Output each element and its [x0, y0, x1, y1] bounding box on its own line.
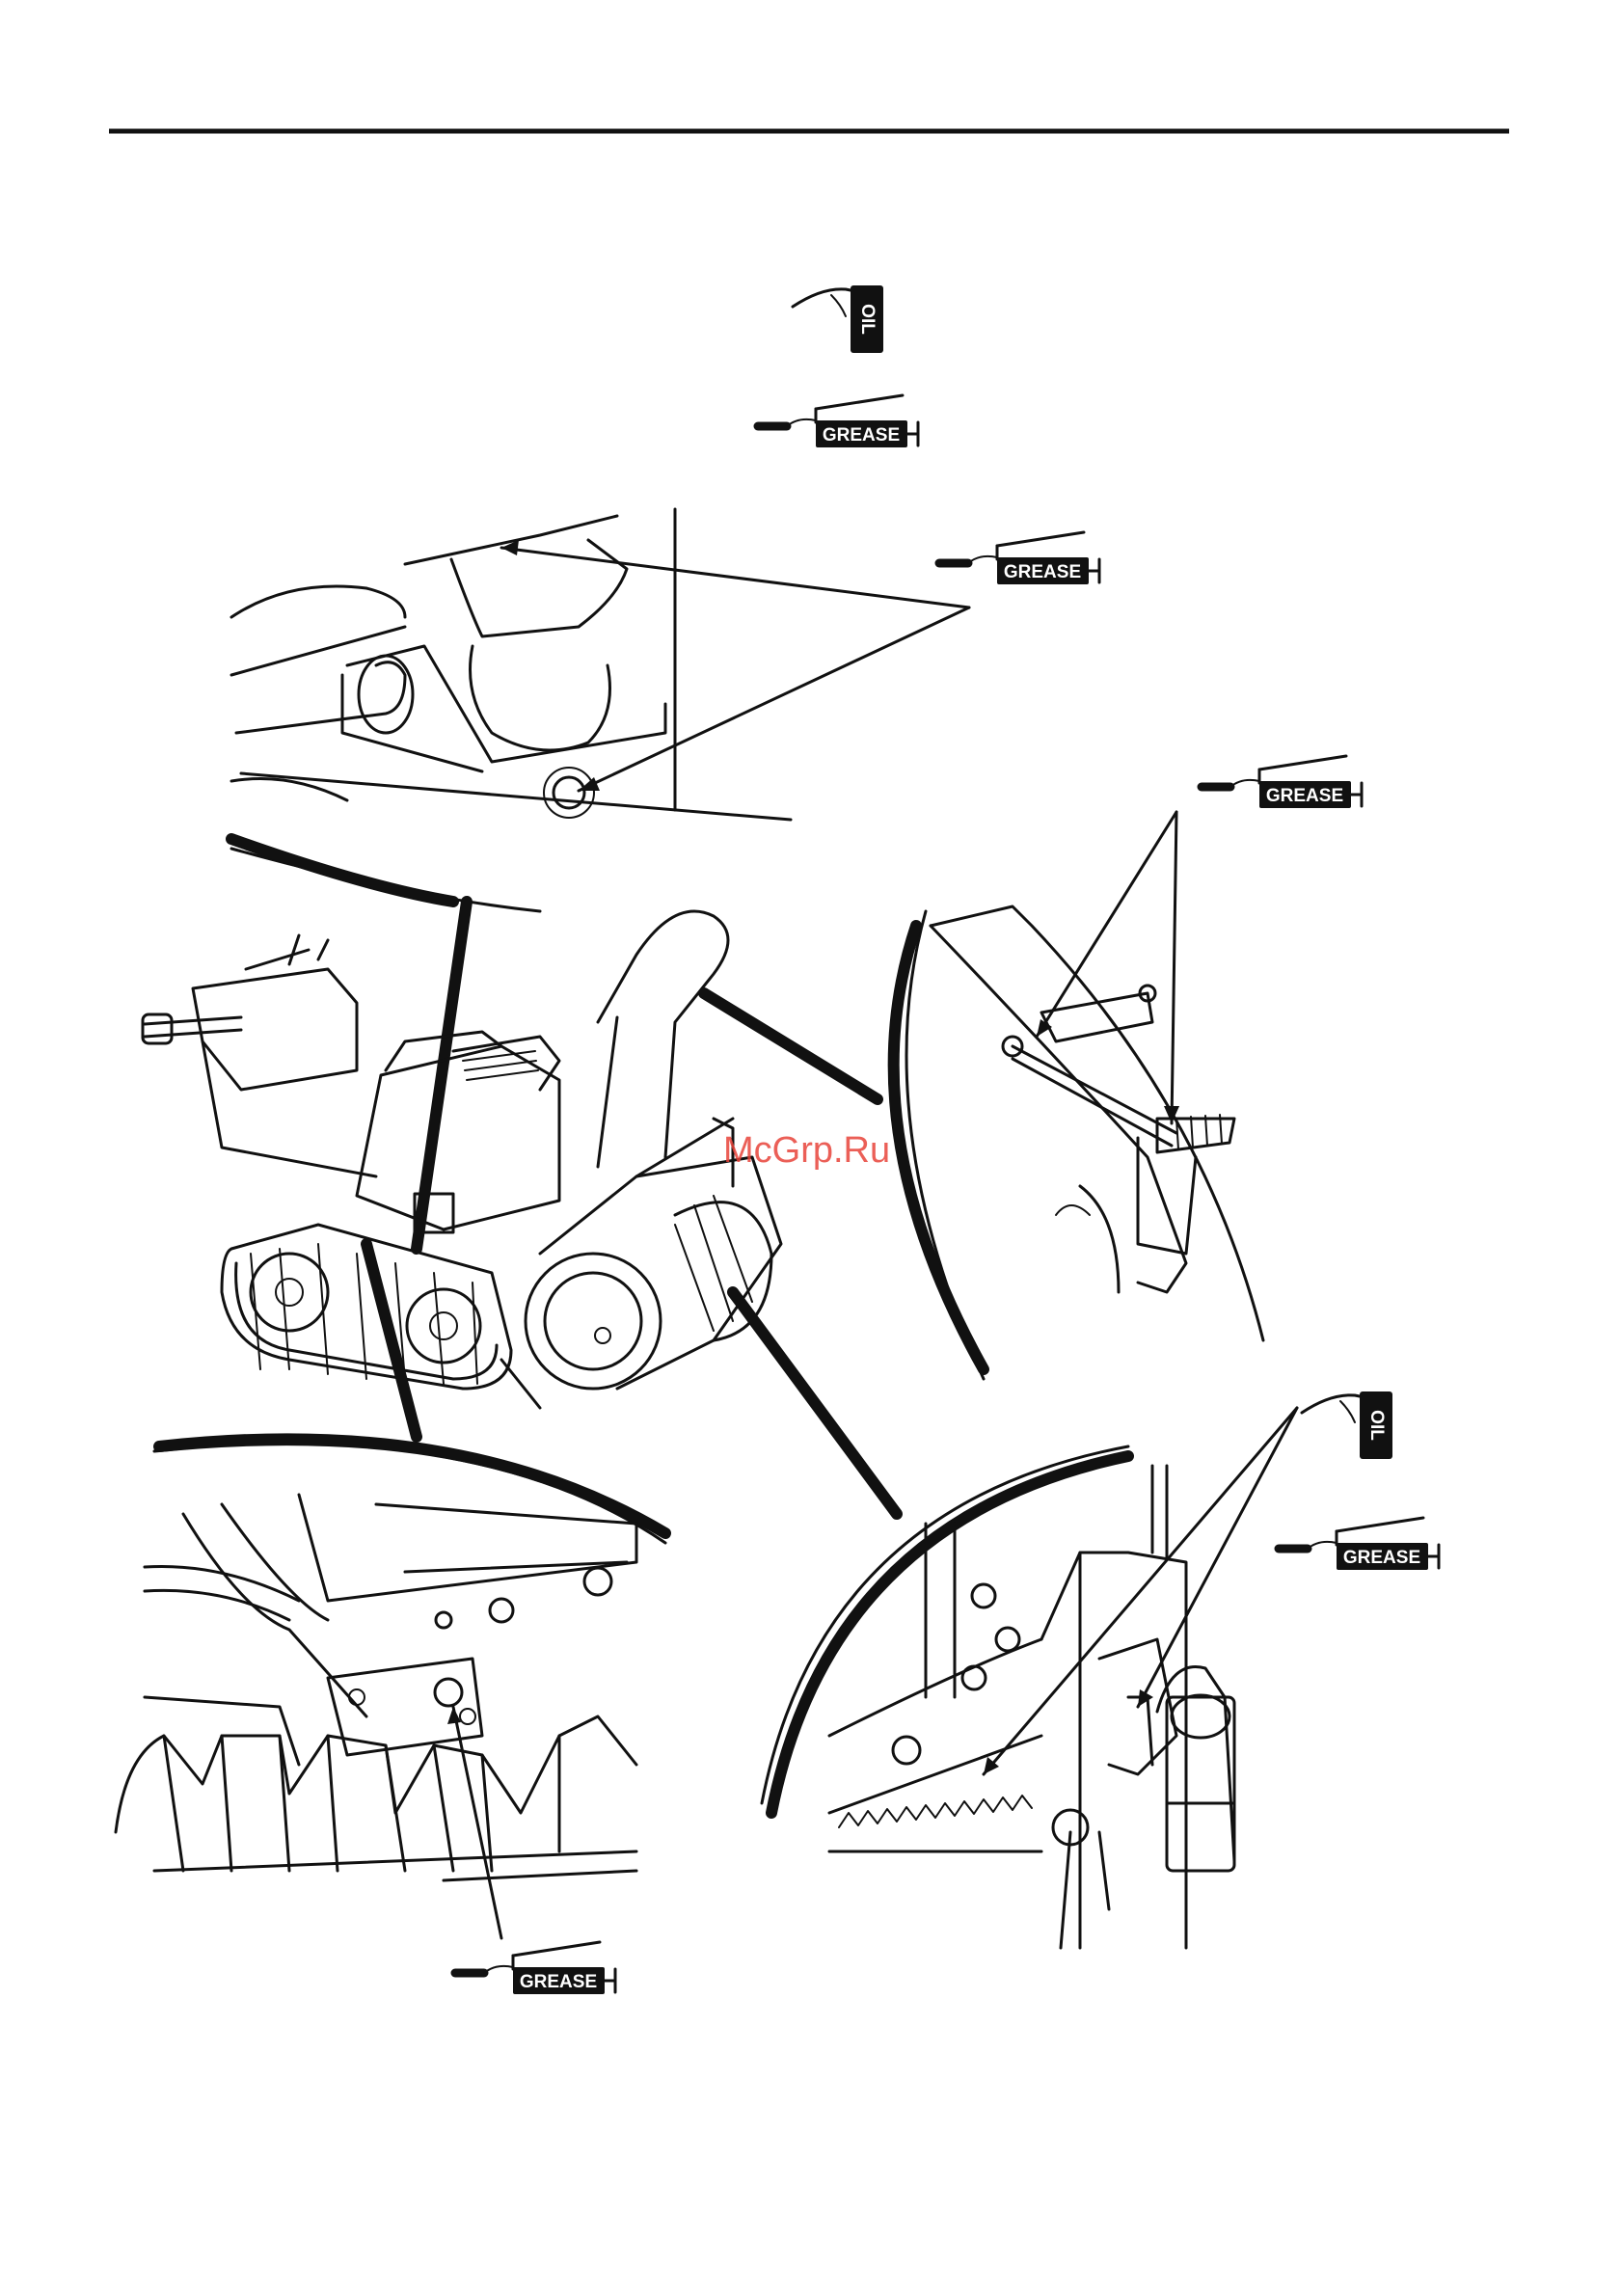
detail-right-linkage: [894, 812, 1263, 1379]
bottom-left-grease-gun-icon: GREASE: [455, 1942, 615, 1994]
svg-text:GREASE: GREASE: [1343, 1548, 1420, 1568]
watermark: McGrp.Ru: [723, 1130, 890, 1171]
oil-label: OIL: [857, 304, 878, 335]
svg-text:GREASE: GREASE: [1004, 562, 1081, 582]
snowblower-machine: [143, 911, 781, 1408]
svg-text:GREASE: GREASE: [520, 1972, 597, 1992]
detail-bottom-left-track: [116, 1439, 665, 1938]
legend-grease-gun-icon: GREASE: [758, 395, 918, 447]
svg-text:OIL: OIL: [1366, 1410, 1387, 1441]
top-grease-gun-icon: GREASE: [939, 532, 1099, 584]
detail-bottom-right-gear: [762, 1408, 1297, 1948]
right-grease-gun-icon: GREASE: [1202, 756, 1362, 808]
bottom-right-grease-gun-icon: GREASE: [1279, 1518, 1439, 1570]
detail-top-gearbox: [231, 509, 969, 911]
bottom-right-oil-can-icon: OIL: [1302, 1391, 1392, 1459]
grease-label: GREASE: [823, 425, 900, 446]
legend-oil-can-icon: OIL: [793, 285, 883, 353]
svg-text:GREASE: GREASE: [1266, 786, 1343, 806]
